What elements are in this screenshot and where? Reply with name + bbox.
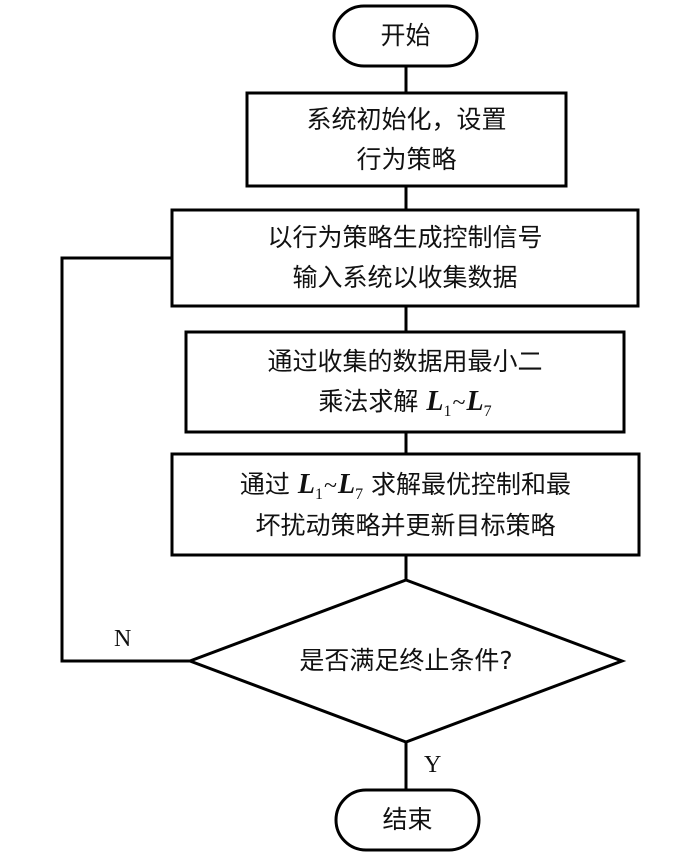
end-label: 结束 xyxy=(382,805,433,834)
variable-l1-letter: L xyxy=(426,386,444,417)
start-terminal xyxy=(332,4,479,68)
variable-l7-letter: L xyxy=(337,469,356,500)
range-tilde: ~ xyxy=(324,473,337,499)
decision-diamond xyxy=(185,578,627,744)
step-generate-signal-line-2: 输入系统以收集数据 xyxy=(292,263,518,292)
variable-l1: L1 xyxy=(297,469,323,503)
step-generate-signal-box xyxy=(170,208,640,308)
variable-l1-subscript: 1 xyxy=(315,486,323,503)
step-update-policy-box xyxy=(170,452,641,557)
step-least-squares-label: 通过收集的数据用最小二 乘法求解 L1~L7 xyxy=(186,342,624,423)
branch-yes-label: Y xyxy=(424,752,442,778)
variable-l1-letter: L xyxy=(297,469,315,500)
end-terminal xyxy=(334,788,481,852)
step-generate-signal-line-1: 以行为策略生成控制信号 xyxy=(267,223,543,252)
step-update-policy-prefix: 通过 xyxy=(239,470,290,499)
step-update-policy-line-2: 坏扰动策略并更新目标策略 xyxy=(255,511,556,540)
step-update-policy-suffix: 求解最优控制和最 xyxy=(371,470,572,499)
variable-l7-subscript: 7 xyxy=(355,486,364,503)
variable-l1: L1 xyxy=(426,386,452,420)
step-least-squares-line-2-text: 乘法求解 xyxy=(318,387,419,416)
variable-l7: L7 xyxy=(466,386,492,420)
variable-l7-subscript: 7 xyxy=(483,403,492,420)
branch-no-label: N xyxy=(114,626,132,652)
step-initialize-line-1: 系统初始化，设置 xyxy=(306,105,507,134)
step-update-policy-label: 通过 L1~L7 求解最优控制和最 坏扰动策略并更新目标策略 xyxy=(172,465,639,546)
step-least-squares-box xyxy=(184,330,626,434)
decision-label: 是否满足终止条件? xyxy=(299,646,513,675)
variable-l7-letter: L xyxy=(466,386,484,417)
range-tilde: ~ xyxy=(452,390,466,416)
step-generate-signal-label: 以行为策略生成控制信号 输入系统以收集数据 xyxy=(172,218,638,298)
step-update-policy-line-1: 通过 L1~L7 求解最优控制和最 xyxy=(172,465,639,506)
step-initialize-label: 系统初始化，设置 行为策略 xyxy=(247,100,566,180)
start-label: 开始 xyxy=(380,21,431,50)
loop-back-connector xyxy=(60,256,190,663)
step-initialize-line-2: 行为策略 xyxy=(356,145,457,174)
variable-l1-subscript: 1 xyxy=(443,403,452,420)
step-initialize-box xyxy=(245,91,568,188)
variable-l7: L7 xyxy=(337,469,364,503)
step-least-squares-line-2: 乘法求解 L1~L7 xyxy=(186,382,624,423)
step-least-squares-line-1: 通过收集的数据用最小二 xyxy=(267,347,543,376)
